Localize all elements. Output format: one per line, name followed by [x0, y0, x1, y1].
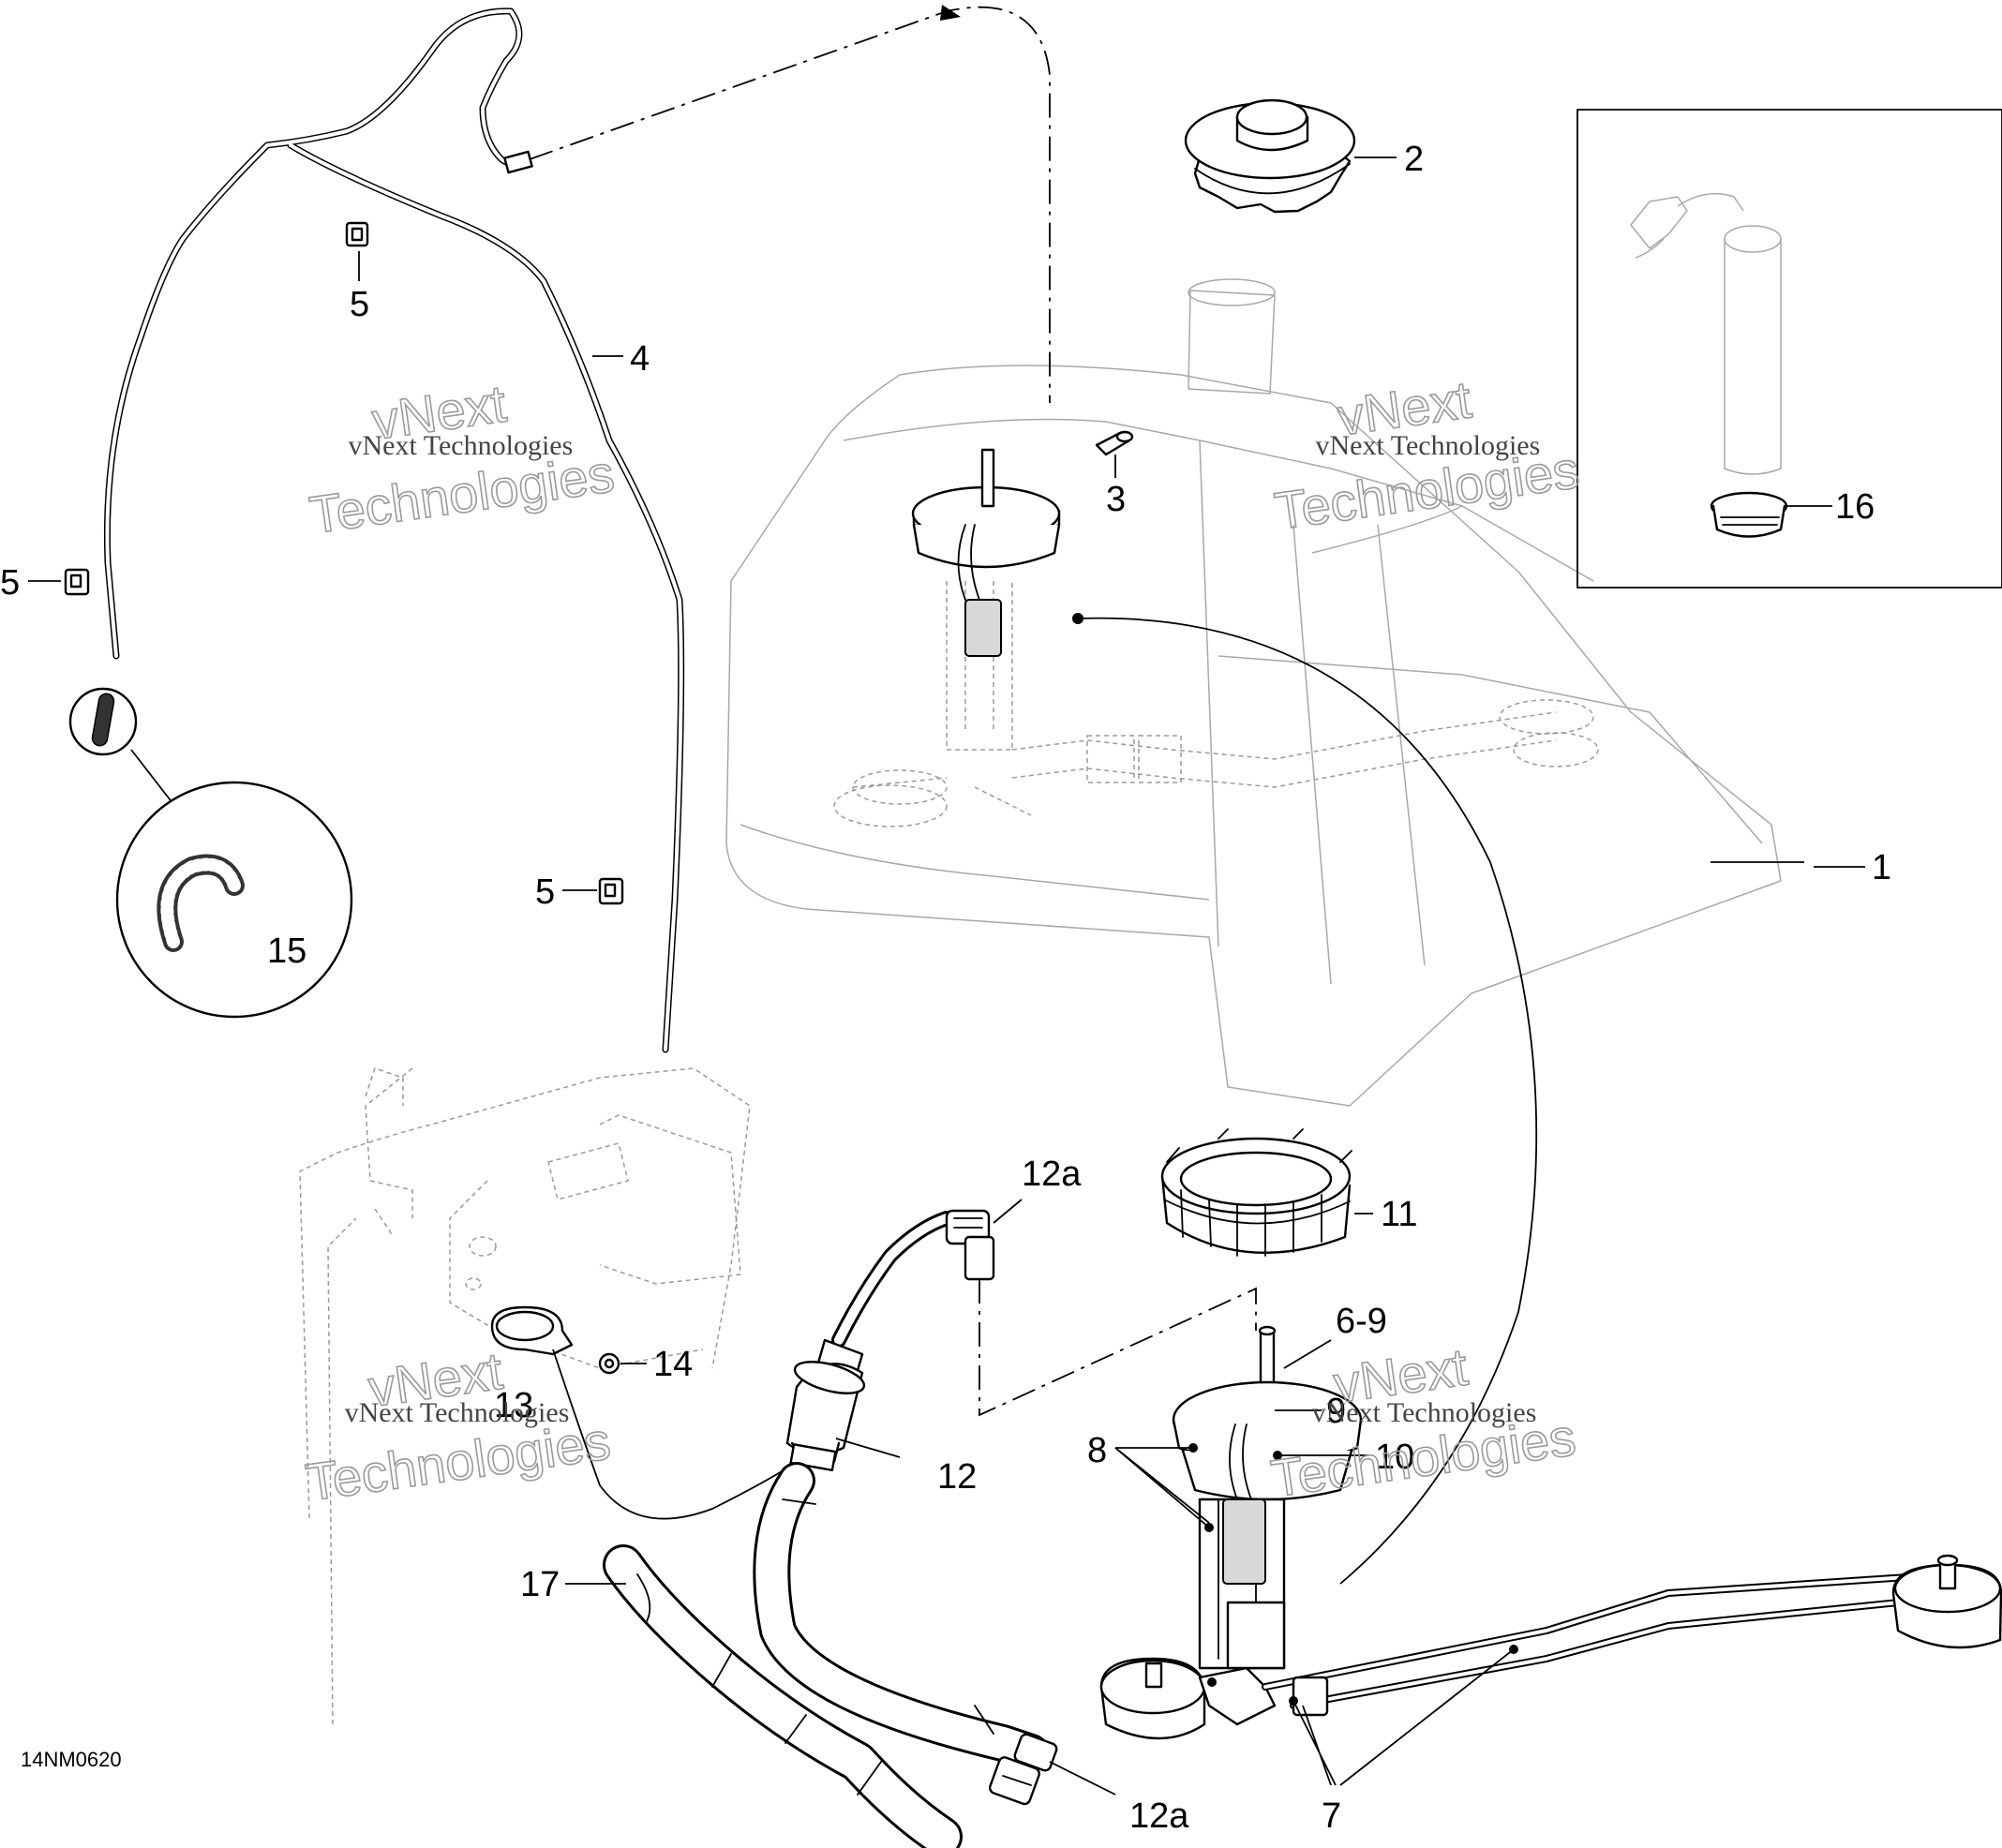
clamp-nut: [598, 1352, 620, 1375]
drain-hose: [603, 1544, 963, 1848]
hose-clip-3: [598, 877, 624, 905]
tank-to-pump-line: [1077, 617, 1538, 1585]
fuel-filter-clamp: [490, 1305, 574, 1356]
callout-8: 8: [1087, 1431, 1107, 1470]
callout-12: 12: [937, 1457, 977, 1497]
callout-9: 9: [1326, 1392, 1346, 1431]
callout-5-left: 5: [0, 563, 20, 603]
quick-connector-bottom: [988, 1733, 1058, 1806]
watermark-2-text: vNext Technologies: [1315, 430, 1540, 461]
hose-clip-1: [345, 221, 369, 247]
fuel-tank: [725, 278, 1782, 1107]
callout-3: 3: [1106, 480, 1126, 519]
callout-4: 4: [630, 339, 650, 379]
callout-13: 13: [494, 1386, 533, 1425]
vent-hose: [103, 7, 685, 1053]
hose-clip-2: [64, 568, 90, 596]
quick-connector-top: [945, 1209, 995, 1281]
callout-17: 17: [520, 1565, 560, 1604]
fuel-pump-module: [1099, 1325, 2002, 1740]
callout-15: 15: [267, 931, 306, 971]
callout-12a-bottom: 12a: [1129, 1796, 1189, 1836]
callout-5-top: 5: [350, 285, 369, 324]
callout-6-9: 6-9: [1336, 1302, 1387, 1341]
filler-cap: [1184, 98, 1356, 214]
leader-lines: [28, 156, 1865, 1796]
callout-labels: 1 2 3 4 5 5 5 6-9 7 8 9 10 11 12 12a 12a…: [0, 140, 1891, 1836]
fuel-filter: [753, 1211, 1050, 1771]
watermark-3-text: vNext Technologies: [345, 1397, 570, 1428]
tank-pump-marker: [1072, 613, 1083, 624]
clamp-wire: [552, 1349, 798, 1520]
route-arrow-icon: [940, 5, 961, 21]
callout-16: 16: [1835, 487, 1875, 527]
inset-box: [1576, 109, 2002, 589]
callout-12a-top: 12a: [1022, 1155, 1082, 1194]
callout-10: 10: [1375, 1438, 1414, 1477]
callout-1: 1: [1872, 848, 1891, 887]
spring-detail: [68, 687, 353, 1019]
fuel-pump-top-in-tank: [911, 448, 1061, 657]
callout-7: 7: [1322, 1796, 1341, 1836]
vehicle-frame: [299, 1067, 751, 1725]
callout-5-mid: 5: [535, 872, 555, 912]
callout-11: 11: [1381, 1195, 1417, 1234]
watermark-1: vNext Technologies vNext Technologies: [306, 373, 619, 545]
drawing-code: 14NM0620: [21, 1748, 122, 1771]
watermark-4-text: vNext Technologies: [1312, 1397, 1537, 1428]
watermark-1-text: vNext Technologies: [348, 430, 573, 461]
hose-route-line: [529, 6, 1051, 403]
callout-2: 2: [1404, 140, 1424, 179]
callout-14: 14: [653, 1345, 693, 1384]
watermark-2: vNext Technologies vNext Technologies: [1270, 369, 1583, 542]
tank-fitting: [1095, 430, 1134, 456]
pump-lock-ring: [1160, 1128, 1352, 1257]
